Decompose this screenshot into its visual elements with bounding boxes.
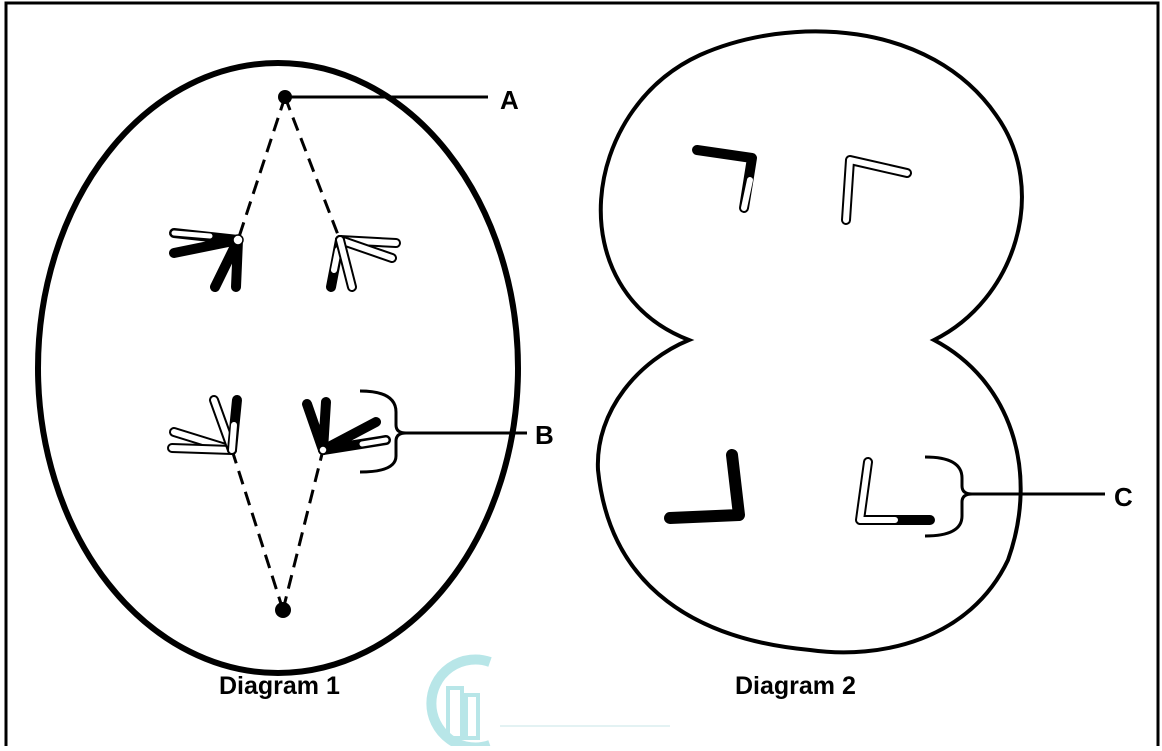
chromosome-lower-left bbox=[664, 449, 745, 524]
chromosome-upper-right bbox=[841, 155, 912, 225]
chromosome-group-lower-right bbox=[302, 397, 391, 455]
figure-frame bbox=[4, 1, 1160, 751]
cell-membrane-1 bbox=[35, 60, 521, 676]
diagram-1 bbox=[35, 60, 527, 676]
caption-diagram-1: Diagram 1 bbox=[219, 672, 340, 700]
chromosome-upper-left bbox=[692, 145, 757, 213]
label-a: A bbox=[500, 85, 519, 115]
chromosome-group-lower-left bbox=[167, 395, 242, 455]
chromosome-group-upper-left bbox=[169, 228, 244, 292]
chromosome-lower-right bbox=[855, 457, 935, 525]
label-c: C bbox=[1114, 482, 1133, 512]
chromosome-group-upper-right bbox=[326, 235, 401, 292]
diagram-2 bbox=[595, 29, 1105, 655]
cell-membrane-2 bbox=[595, 29, 1024, 655]
label-b: B bbox=[535, 420, 554, 450]
spindle-fibres bbox=[230, 96, 342, 611]
logo-watermark bbox=[426, 654, 670, 751]
caption-diagram-2: Diagram 2 bbox=[735, 672, 856, 700]
